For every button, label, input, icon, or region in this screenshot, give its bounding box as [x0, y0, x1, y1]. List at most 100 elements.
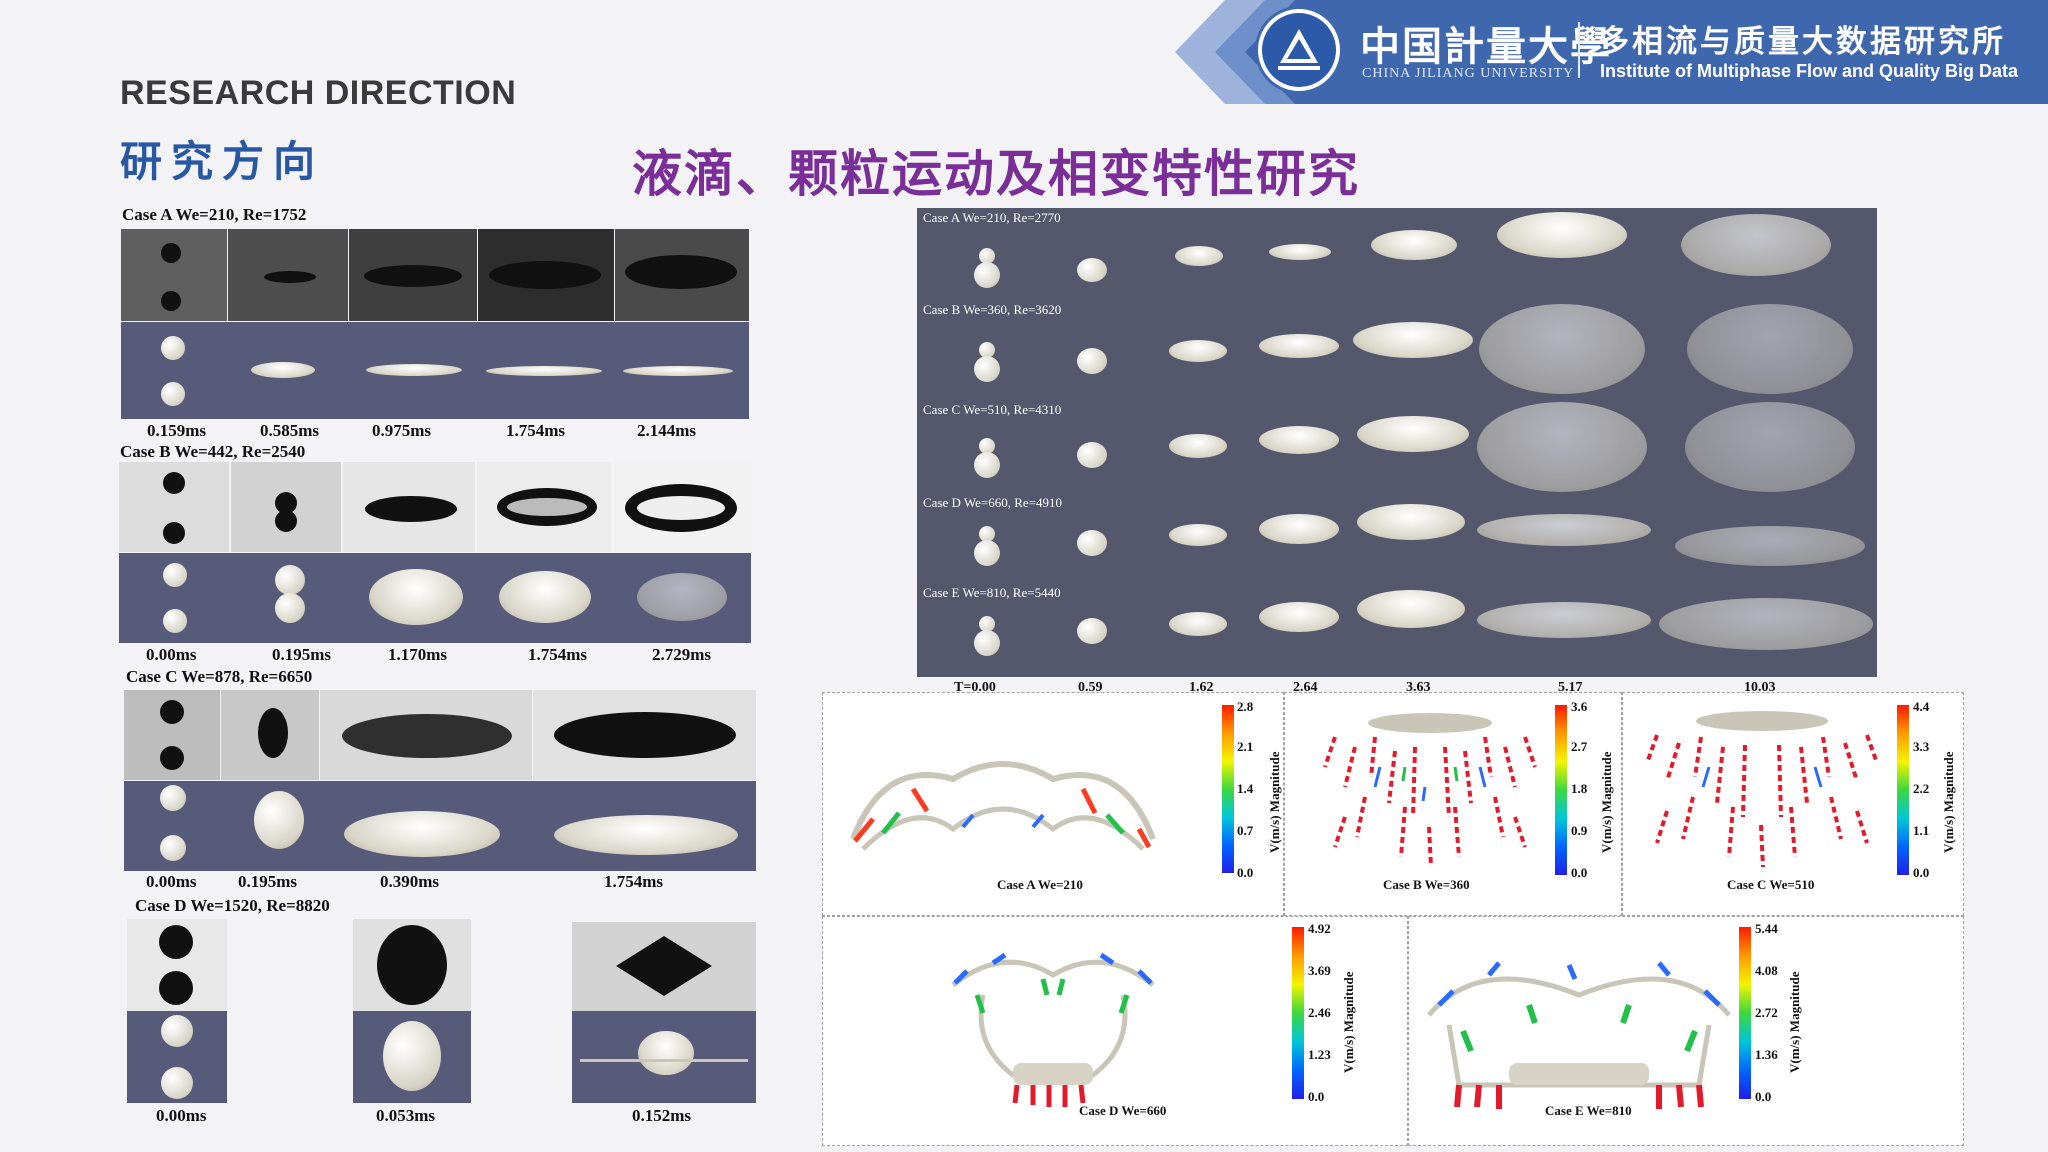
case-b-time-0: 0.00ms [146, 645, 197, 664]
sim-row-b-label: Case B We=360, Re=3620 [923, 302, 1062, 317]
sim-row-c-label: Case C We=510, Re=4310 [923, 402, 1062, 417]
sim-time-1: 0.59 [1078, 680, 1103, 695]
section-title-cn: 研究方向 [120, 137, 325, 186]
case-d-exp-photo-3 [572, 922, 756, 1011]
velocity-panel-case-a: 2.8 2.1 1.4 0.7 0.0 V(m/s) Magnitude Cas… [822, 692, 1284, 916]
velocity-panel-case-b: 3.6 2.7 1.8 0.9 0.0 V(m/s) Magnitude Cas… [1284, 692, 1622, 916]
university-logo-emblem [1262, 13, 1336, 87]
institute-name-en: Institute of Multiphase Flow and Quality… [1600, 61, 2019, 81]
colorbar-a-title: V(m/s) Magnitude [1267, 751, 1282, 853]
case-b-time-4: 2.729ms [652, 645, 712, 664]
velocity-panel-case-d: 4.92 3.69 2.46 1.23 0.0 V(m/s) Magnitude… [822, 916, 1408, 1146]
case-d-exp-photo-2 [353, 919, 471, 1011]
sim-time-4: 3.63 [1406, 680, 1431, 695]
colorbar-d-tick-1: 3.69 [1308, 963, 1331, 978]
colorbar-d-title: V(m/s) Magnitude [1341, 971, 1356, 1073]
colorbar-a-tick-3: 0.7 [1237, 823, 1254, 838]
case-b-time-1: 0.195ms [272, 645, 332, 664]
case-a-time-0: 0.159ms [147, 421, 207, 440]
case-d-sim-photo-2 [353, 1011, 471, 1103]
page-title: 液滴、颗粒运动及相变特性研究 [632, 145, 1360, 203]
case-d-label: Case D We=1520, Re=8820 [135, 896, 330, 915]
sim-time-6: 10.03 [1744, 680, 1776, 695]
case-c-time-0: 0.00ms [146, 872, 197, 891]
sim-time-5: 5.17 [1558, 680, 1583, 695]
case-a-simulation-strip [121, 322, 749, 419]
header-banner [1175, 0, 2048, 104]
colorbar-c-tick-1: 3.3 [1913, 739, 1930, 754]
case-b-simulation-strip [119, 553, 751, 643]
case-b-time-3: 1.754ms [528, 645, 588, 664]
sim-time-2: 1.62 [1189, 680, 1214, 695]
banner-chevron-mid [1215, 0, 1305, 104]
colorbar-e-tick-4: 0.0 [1755, 1089, 1772, 1104]
colorbar-a-tick-0: 2.8 [1237, 699, 1254, 714]
sim-row-d-label: Case D We=660, Re=4910 [923, 495, 1063, 510]
velocity-panel-case-e: 5.44 4.08 2.72 1.36 0.0 V(m/s) Magnitude… [1408, 916, 1964, 1146]
velocity-caption-case-e: Case E We=810 [1545, 1103, 1632, 1118]
case-a-time-3: 1.754ms [506, 421, 566, 440]
banner-divider [1578, 22, 1580, 78]
section-title-en: RESEARCH DIRECTION [120, 74, 517, 112]
colorbar-case-b [1555, 705, 1567, 875]
institute-name-cn: 多相流与质量大数据研究所 [1598, 24, 2006, 60]
colorbar-d-tick-0: 4.92 [1308, 921, 1331, 936]
colorbar-e-tick-3: 1.36 [1755, 1047, 1778, 1062]
colorbar-b-tick-1: 2.7 [1571, 739, 1588, 754]
case-d-time-0: 0.00ms [156, 1106, 207, 1125]
colorbar-c-tick-4: 0.0 [1913, 865, 1930, 880]
colorbar-b-title: V(m/s) Magnitude [1599, 751, 1614, 853]
case-b-label: Case B We=442, Re=2540 [120, 442, 306, 461]
sim-time-0: T=0.00 [954, 680, 996, 695]
case-c-time-1: 0.195ms [238, 872, 298, 891]
colorbar-a-tick-4: 0.0 [1237, 865, 1254, 880]
sim-row-a-label: Case A We=210, Re=2770 [923, 210, 1061, 225]
case-d-sim-photo-1 [127, 1011, 227, 1103]
colorbar-e-tick-1: 4.08 [1755, 963, 1778, 978]
colorbar-e-title: V(m/s) Magnitude [1787, 971, 1802, 1073]
case-b-time-2: 1.170ms [388, 645, 448, 664]
case-a-label: Case A We=210, Re=1752 [122, 205, 307, 224]
sim-time-3: 2.64 [1293, 680, 1318, 695]
velocity-caption-case-d: Case D We=660 [1079, 1103, 1167, 1118]
sim-row-e-label: Case E We=810, Re=5440 [923, 585, 1061, 600]
university-name-en: CHINA JILIANG UNIVERSITY [1362, 66, 1575, 81]
velocity-caption-case-c: Case C We=510 [1727, 877, 1815, 892]
colorbar-c-tick-3: 1.1 [1913, 823, 1930, 838]
colorbar-d-tick-4: 0.0 [1308, 1089, 1325, 1104]
colorbar-case-a [1222, 705, 1234, 873]
case-d-exp-photo-1 [127, 919, 227, 1011]
colorbar-d-tick-3: 1.23 [1308, 1047, 1331, 1062]
case-d-time-1: 0.053ms [376, 1106, 436, 1125]
velocity-caption-case-b: Case B We=360 [1383, 877, 1470, 892]
colorbar-a-tick-2: 1.4 [1237, 781, 1254, 796]
university-name-cn: 中国計量大學 [1360, 23, 1612, 70]
case-a-experiment-photos [121, 229, 749, 321]
colorbar-b-tick-4: 0.0 [1571, 865, 1588, 880]
case-a-time-1: 0.585ms [260, 421, 320, 440]
colorbar-b-tick-3: 0.9 [1571, 823, 1588, 838]
colorbar-b-tick-2: 1.8 [1571, 781, 1588, 796]
case-c-simulation-strip [124, 781, 756, 871]
colorbar-c-tick-0: 4.4 [1913, 699, 1930, 714]
colorbar-case-c [1897, 705, 1909, 875]
colorbar-c-title: V(m/s) Magnitude [1941, 751, 1956, 853]
case-c-label: Case C We=878, Re=6650 [126, 667, 313, 686]
colorbar-case-d [1292, 927, 1304, 1099]
velocity-caption-case-a: Case A We=210 [997, 877, 1083, 892]
banner-background [1245, 0, 2048, 104]
colorbar-c-tick-2: 2.2 [1913, 781, 1930, 796]
simulation-grid: Case A We=210, Re=2770 Case B We=360, Re… [917, 208, 1877, 677]
case-c-time-2: 0.390ms [380, 872, 440, 891]
case-a-time-4: 2.144ms [637, 421, 697, 440]
colorbar-b-tick-0: 3.6 [1571, 699, 1588, 714]
case-b-experiment-photos [119, 462, 751, 552]
colorbar-e-tick-2: 2.72 [1755, 1005, 1778, 1020]
velocity-panel-case-c: 4.4 3.3 2.2 1.1 0.0 V(m/s) Magnitude Cas… [1622, 692, 1964, 916]
case-c-time-3: 1.754ms [604, 872, 664, 891]
colorbar-d-tick-2: 2.46 [1308, 1005, 1331, 1020]
colorbar-e-tick-0: 5.44 [1755, 921, 1778, 936]
case-d-sim-photo-3 [572, 1011, 756, 1103]
case-c-experiment-photos [124, 690, 756, 780]
colorbar-case-e [1739, 927, 1751, 1099]
